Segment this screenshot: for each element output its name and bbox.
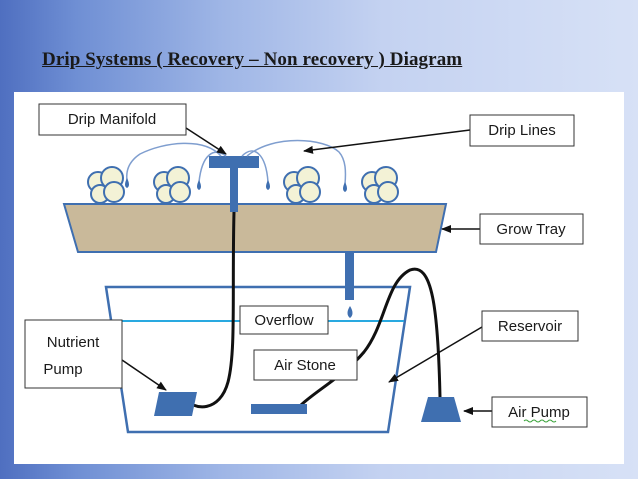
- label-drip-manifold: Drip Manifold: [68, 111, 156, 128]
- air-line: [298, 267, 442, 408]
- air-pump: [421, 397, 461, 422]
- plant-icon: [361, 166, 399, 204]
- label-overflow: Overflow: [254, 312, 313, 329]
- label-nutrient-pump-line2: Pump: [43, 361, 82, 378]
- nutrient-pump: [154, 392, 197, 416]
- label-nutrient-pump-line1: Nutrient: [47, 334, 100, 351]
- label-air-stone: Air Stone: [274, 357, 336, 374]
- label-box-air-stone: [253, 349, 358, 381]
- label-box-drip-manifold: [38, 103, 187, 136]
- label-drip-lines: Drip Lines: [488, 122, 556, 139]
- arrow-drip-manifold: [185, 127, 227, 155]
- manifold-stem: [230, 168, 238, 212]
- plant-icon: [87, 166, 125, 204]
- label-box-nutrient-pump: [24, 319, 123, 389]
- arrow-drip-lines: [303, 129, 471, 154]
- drip-system-diagram: Drip Manifold Drip Lines Grow Tray Overf…: [24, 103, 588, 434]
- label-box-reservoir: [481, 310, 579, 342]
- drip-emitters: [125, 178, 347, 192]
- air-stone: [251, 404, 307, 414]
- grow-tray: [62, 203, 448, 253]
- label-reservoir: Reservoir: [498, 318, 562, 335]
- spellcheck-underline: [523, 419, 557, 423]
- overflow-drip: [347, 306, 353, 318]
- plant-icon: [153, 166, 191, 204]
- diagram-panel: Drip Manifold Drip Lines Grow Tray Overf…: [14, 92, 624, 464]
- label-box-grow-tray: [479, 213, 584, 245]
- arrow-nutrient-pump: [121, 359, 167, 391]
- label-grow-tray: Grow Tray: [496, 221, 566, 238]
- plant-icon: [283, 166, 321, 204]
- drip-manifold: [209, 156, 259, 168]
- label-box-overflow: [239, 305, 329, 335]
- label-air-pump: Air Pump: [508, 404, 570, 421]
- slide-title: Drip Systems ( Recovery – Non recovery )…: [42, 49, 463, 70]
- overflow-pipe: [345, 252, 354, 300]
- feed-line: [182, 211, 236, 409]
- arrow-reservoir: [388, 326, 483, 383]
- plants: [87, 166, 399, 204]
- label-box-drip-lines: [469, 114, 575, 147]
